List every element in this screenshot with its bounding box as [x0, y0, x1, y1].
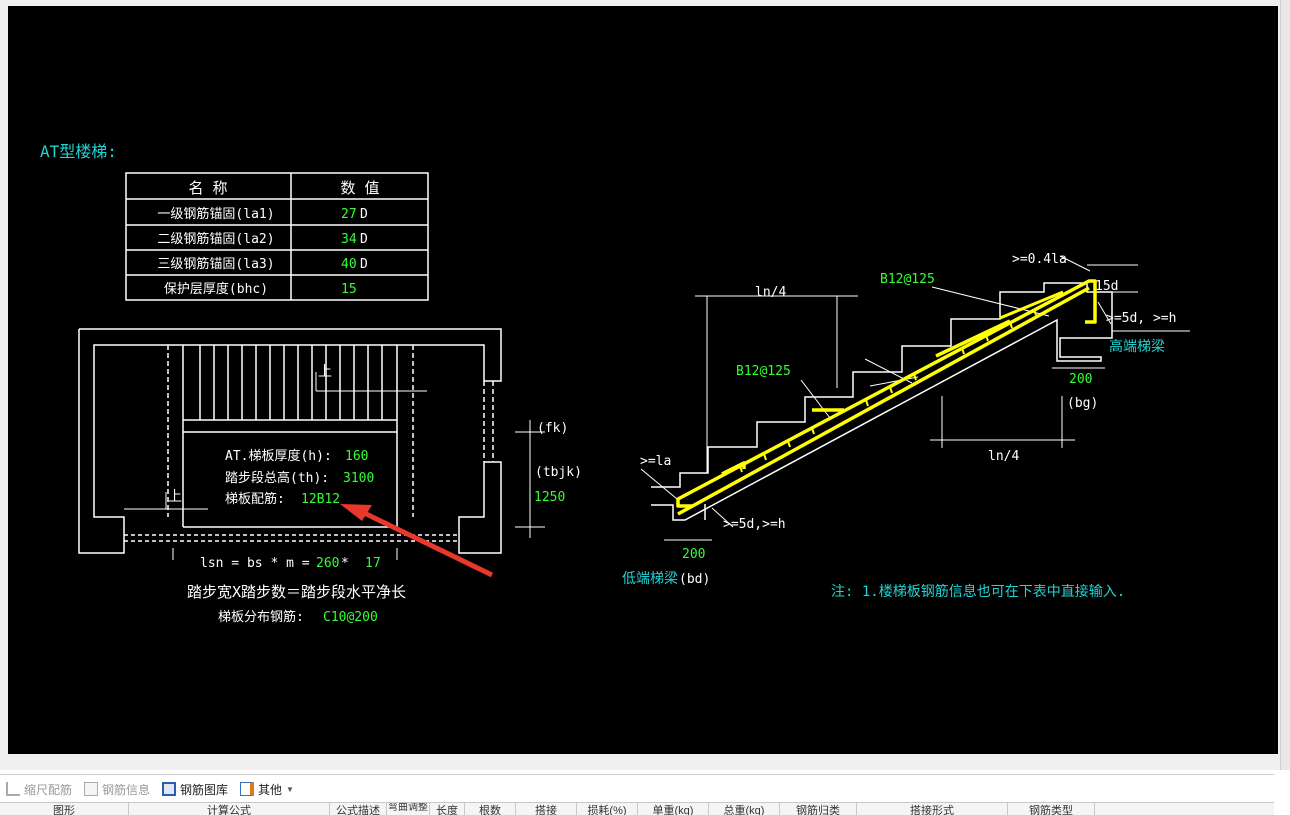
column-header[interactable]: 公式描述 [330, 803, 387, 815]
stair-plan-view [78, 328, 545, 560]
other-button[interactable]: 其他 ▼ [240, 780, 294, 798]
param-row-value[interactable]: 40 [341, 257, 357, 272]
section-rebar [676, 279, 1097, 516]
left-la-label: >=la [640, 454, 671, 469]
scale-rebar-label: 缩尺配筋 [24, 782, 73, 797]
lsn-formula: lsn = bs * m = [200, 556, 310, 571]
tbjk-label: (tbjk) [535, 465, 582, 480]
param-row-name: 三级钢筋锚固(la3) [157, 256, 274, 272]
column-header[interactable]: 总重(kg) [709, 803, 780, 815]
rebar-toolbar: 缩尺配筋 钢筋信息 钢筋图库 其他 ▼ [0, 774, 1274, 803]
param-table [125, 172, 429, 301]
rebar-info-label: 钢筋信息 [102, 782, 151, 797]
section-note: 注: 1.楼梯板钢筋信息也可在下表中直接输入. [831, 583, 1125, 600]
column-header[interactable]: 钢筋类型 [1008, 803, 1095, 815]
formula-note: 踏步宽X踏步数＝踏步段水平净长 [187, 583, 406, 601]
lsn-m-value[interactable]: 17 [365, 556, 381, 571]
thickness-label: AT.梯板厚度(h): [225, 448, 332, 464]
section-rebar-mid[interactable]: B12@125 [736, 364, 791, 379]
right-200-value[interactable]: 200 [1069, 372, 1092, 387]
left-200-value[interactable]: 200 [682, 547, 705, 562]
red-annotation-arrow [340, 504, 494, 578]
section-rebar-top[interactable]: B12@125 [880, 272, 935, 287]
column-header[interactable]: 损耗(%) [577, 803, 638, 815]
param-row-name: 一级钢筋锚固(la1) [157, 206, 274, 222]
fk-label: (fk) [537, 421, 568, 436]
height-label: 踏步段总高(th): [225, 470, 329, 486]
left-5d-label: >=5d,>=h [723, 517, 786, 532]
param-header-value: 数 值 [340, 179, 379, 197]
rebar-info-button[interactable]: 钢筋信息 [84, 780, 150, 798]
other-label: 其他 [258, 782, 283, 797]
rebar-label: 梯板配筋: [225, 491, 285, 507]
rebar-library-icon [162, 782, 176, 796]
vertical-scrollbar[interactable] [1280, 0, 1290, 770]
column-header[interactable]: 根数 [465, 803, 516, 815]
column-header[interactable]: 搭接 [516, 803, 577, 815]
rebar-info-icon [84, 782, 98, 796]
rebar-table-header: 图形 计算公式 公式描述 弯曲调整 长度 根数 搭接 损耗(%) 单重(kg) … [0, 802, 1274, 815]
param-row-unit: D [360, 257, 368, 272]
scale-rebar-button[interactable]: 缩尺配筋 [6, 780, 72, 798]
other-icon [240, 782, 254, 796]
param-row-unit: D [360, 207, 368, 222]
plan-up-label: 上 [168, 489, 182, 505]
param-row-value[interactable]: 34 [341, 232, 357, 247]
plan-up-label: 上 [318, 364, 332, 380]
section-ln4-bottom: ln/4 [988, 449, 1019, 464]
thickness-value[interactable]: 160 [345, 449, 368, 464]
rebar-library-label: 钢筋图库 [180, 782, 229, 797]
column-header[interactable]: 弯曲调整 [387, 803, 430, 815]
param-header-name: 名 称 [188, 179, 227, 197]
low-beam-label: 低端梯梁 [622, 571, 678, 587]
param-row-value[interactable]: 27 [341, 207, 357, 222]
column-header[interactable]: 钢筋归类 [780, 803, 857, 815]
rebar-value[interactable]: 12B12 [301, 492, 340, 507]
bd-label: (bd) [679, 572, 710, 587]
drawing-title: AT型楼梯: [40, 142, 117, 161]
section-rebar-ticks [739, 308, 1037, 473]
column-header[interactable]: 单重(kg) [638, 803, 709, 815]
column-header[interactable]: 长度 [430, 803, 465, 815]
cad-drawing-canvas[interactable]: AT型楼梯: 名 称 数 值 一级钢筋锚固(la1) 27 D 二级钢筋锚固(l… [8, 6, 1278, 754]
tbjk-value[interactable]: 1250 [534, 490, 565, 505]
column-header[interactable]: 图形 [0, 803, 129, 815]
lsn-multiply: * [341, 556, 349, 571]
chevron-down-icon: ▼ [286, 784, 294, 794]
lsn-bs-value[interactable]: 260 [316, 556, 339, 571]
param-row-unit: D [360, 232, 368, 247]
param-row-name: 二级钢筋锚固(la2) [157, 231, 274, 247]
right-5d-label: >=5d, >=h [1106, 311, 1176, 326]
param-row-name: 保护层厚度(bhc) [164, 281, 268, 297]
anchor-top-label: >=0.4la [1012, 252, 1067, 267]
distribution-value[interactable]: C10@200 [323, 610, 378, 625]
column-header[interactable]: 搭接形式 [857, 803, 1008, 815]
param-row-value[interactable]: 15 [341, 282, 357, 297]
distribution-label: 梯板分布钢筋: [218, 609, 304, 625]
stair-drawing: AT型楼梯: 名 称 数 值 一级钢筋锚固(la1) 27 D 二级钢筋锚固(l… [40, 142, 1190, 625]
bg-label: (bg) [1067, 396, 1098, 411]
hook-15d-label: 15d [1095, 279, 1118, 294]
rebar-library-button[interactable]: 钢筋图库 [162, 780, 228, 798]
stair-section-view [640, 255, 1190, 541]
column-header[interactable]: 计算公式 [129, 803, 330, 815]
height-value[interactable]: 3100 [343, 471, 374, 486]
section-ln4-top: ln/4 [755, 285, 786, 300]
scale-rebar-icon [6, 782, 20, 796]
high-beam-label: 高端梯梁 [1109, 338, 1165, 355]
